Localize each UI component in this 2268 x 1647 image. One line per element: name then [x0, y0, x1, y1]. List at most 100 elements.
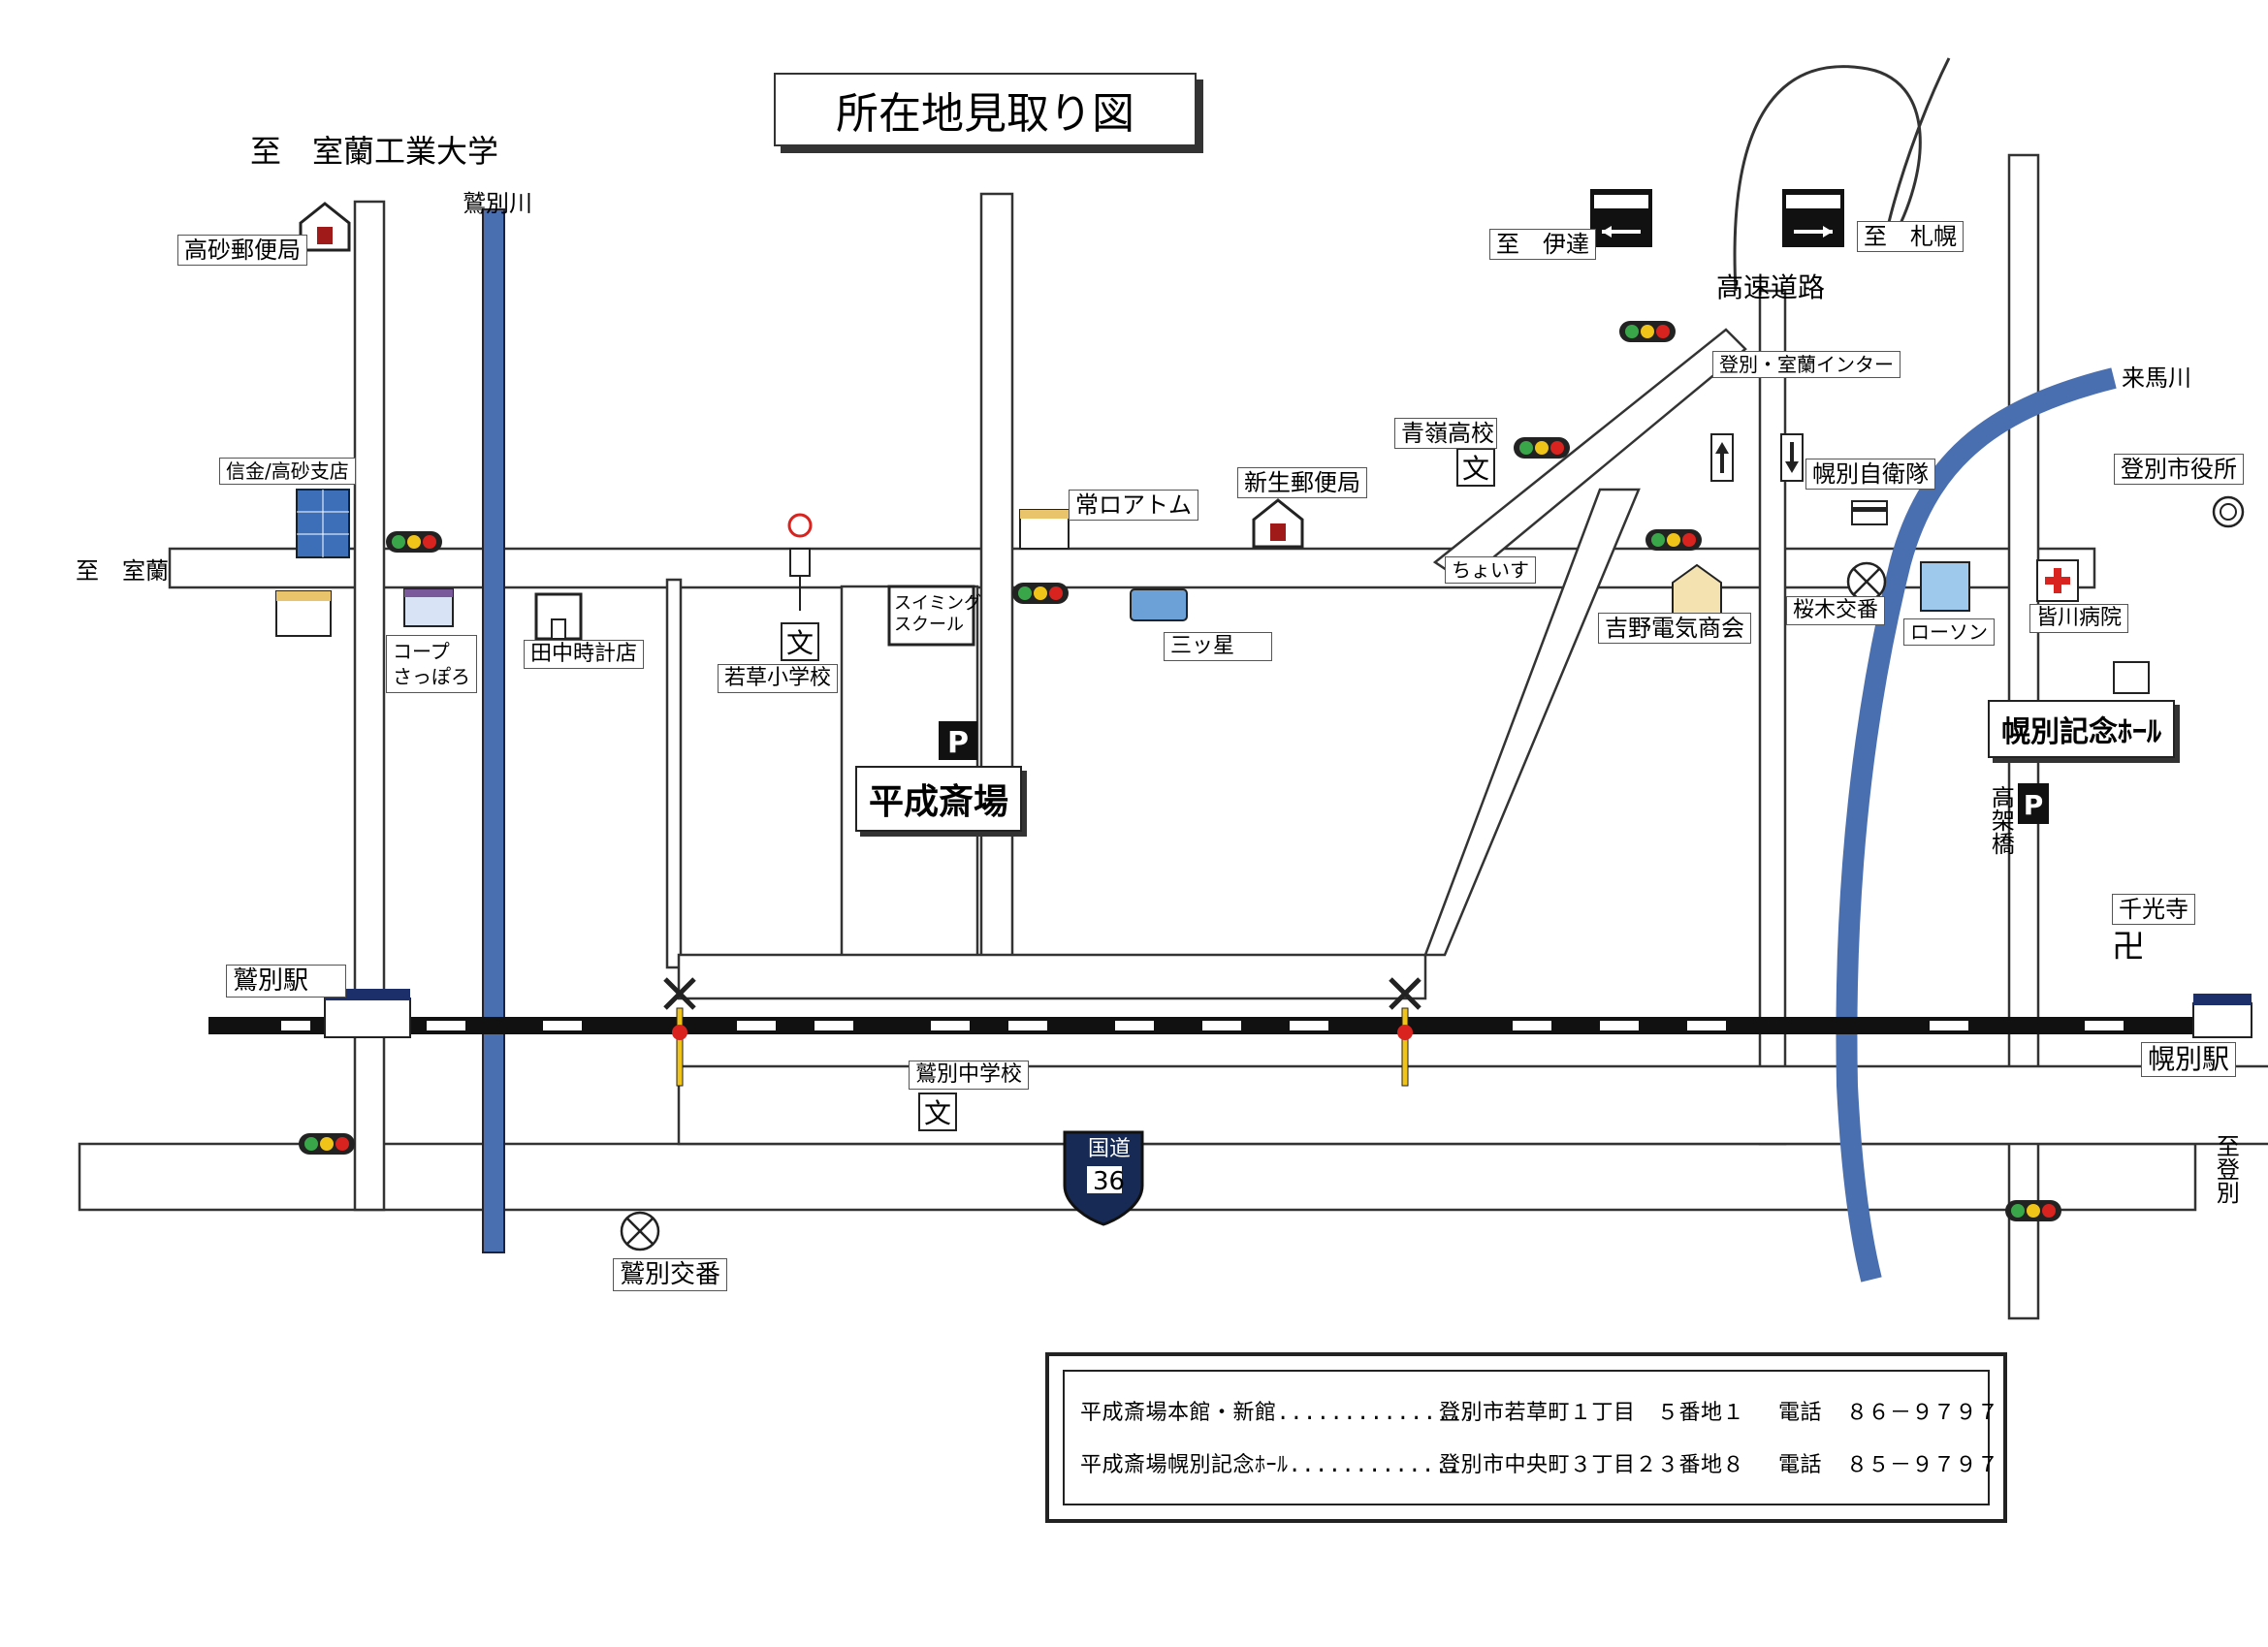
swimming-school-line2: スクール [894, 614, 964, 635]
convenience-store-icon [1920, 561, 1970, 612]
heisei-saijo-callout[interactable]: 平成斎場 [855, 766, 1023, 832]
direction-muroran-it: 至 室蘭工業大学 [250, 133, 499, 170]
temple-icon: 卍 [2112, 928, 2145, 966]
clock-shop-icon [534, 592, 583, 641]
sakuragi-koban-label: 桜木交番 [1786, 596, 1886, 625]
contact-address: 登別市中央町３丁目２３番地８ [1439, 1453, 1745, 1477]
map-title: 所在地見取り図 [774, 73, 1197, 146]
contact-tel-label: 電話 [1778, 1453, 1823, 1477]
police-box-icon [1846, 561, 1887, 602]
swimming-school-label: スイミング スクール [894, 593, 981, 635]
washibetsu-river-body [482, 208, 505, 1253]
lawson-label: ローソン [1903, 618, 1995, 646]
post-office-icon [299, 202, 351, 252]
shop-icon [403, 588, 454, 627]
minagawa-hospital-label: 皆川病院 [2029, 604, 2129, 633]
mitsuboshi-label: 三ッ星 [1164, 632, 1272, 661]
station-icon [324, 989, 411, 1038]
takasago-post-label: 高砂郵便局 [177, 235, 307, 266]
roads [78, 153, 2268, 1320]
washibetsu-river [482, 208, 505, 1253]
seirei-hs-label: 青嶺高校 [1394, 418, 1497, 449]
horobetsu-station-label: 幌別駅 [2141, 1042, 2237, 1077]
jouro-atom-label: 常ロアトム [1069, 490, 1198, 521]
school-icon: 文 [1456, 448, 1495, 487]
shop-icon [1672, 563, 1722, 615]
expressway-sign-icon [1590, 189, 1652, 247]
bus-stop-icon [787, 513, 813, 611]
road-v2 [665, 578, 683, 969]
route-number: 36 [1093, 1167, 1126, 1196]
washibetsu-jhs-label: 鷲別中学校 [909, 1061, 1030, 1090]
traffic-signal-icon [1012, 583, 1069, 604]
choisu-label: ちょいす [1445, 556, 1536, 584]
direction-date: 至 伊達 [1489, 229, 1596, 260]
horobetsu-sdf-label: 幌別自衛隊 [1805, 459, 1935, 490]
station-icon [2192, 994, 2252, 1038]
svg-text:P: P [947, 726, 969, 760]
railroad-crossing-icon [663, 977, 696, 1087]
expressway-loop [1733, 57, 1951, 292]
traffic-signal-icon [2005, 1200, 2061, 1221]
swimming-school-box [887, 585, 975, 647]
interchange-label: 登別・室蘭インター [1712, 351, 1901, 378]
direction-noboribetsu: 至登別 [2212, 1134, 2240, 1204]
bank-building-icon [296, 489, 350, 558]
traffic-signals [299, 321, 2061, 1221]
svg-text:文: 文 [1462, 453, 1489, 485]
svg-text:卍: 卍 [2112, 928, 2145, 966]
traffic-signal-icon [299, 1133, 355, 1155]
contact-tel: ８５－９７９７ [1846, 1453, 1999, 1477]
shinkin-label: 信金/高砂支店 [219, 458, 356, 485]
sdf-gate-icon [1851, 500, 1888, 525]
road-diagonal-1 [1423, 488, 1641, 957]
viaduct-label: 高架橋 [1987, 785, 2015, 855]
route-36-shield-icon [1063, 1130, 1144, 1226]
contact-name: 平成斎場幌別記念ﾎｰﾙ............. [1080, 1453, 1462, 1477]
direction-muroran: 至 室蘭 [76, 557, 169, 585]
contact-info-inner: 平成斎場本館・新館...............登別市若草町１丁目 ５番地１ 電話… [1063, 1370, 1998, 1505]
yoshino-label: 吉野電気商会 [1598, 613, 1751, 644]
coop-label-line1: コープ [393, 640, 450, 663]
shinsei-post-label: 新生郵便局 [1237, 467, 1367, 498]
horobetsu-hall-callout[interactable]: 幌別記念ﾎｰﾙ [1988, 700, 2175, 758]
parking-icon: P [2018, 783, 2049, 824]
railroad-crossing-icon [1389, 977, 1421, 1087]
up-arrow-icon [1710, 433, 1734, 482]
road-v4 [1758, 289, 1787, 1146]
post-office-icon [1252, 498, 1304, 549]
contact-tel: ８６－９７９７ [1846, 1401, 1999, 1425]
contact-address: 登別市若草町１丁目 ５番地１ [1439, 1401, 1745, 1425]
contact-row-horobetsu: 平成斎場幌別記念ﾎｰﾙ.............登別市中央町３丁目２３番地８ 電話… [1080, 1447, 1998, 1478]
direction-sapporo: 至 札幌 [1857, 221, 1964, 252]
coop-label: コープ さっぽろ [386, 635, 477, 693]
route-label: 国道 [1088, 1137, 1132, 1161]
traffic-signal-icon [1645, 529, 1702, 551]
washibetsu-river-label: 鷲別川 [463, 190, 532, 217]
traffic-signal-icon [1619, 321, 1676, 342]
road-lower [677, 953, 1427, 1000]
police-box-icon [620, 1211, 660, 1251]
apartment-icon [1019, 509, 1070, 550]
city-hall-label: 登別市役所 [2114, 454, 2244, 485]
coop-label-line2: さっぽろ [393, 665, 470, 688]
expressway-sign-icon [1782, 189, 1844, 247]
parking-icon: P [939, 721, 977, 760]
bus-icon [1130, 588, 1188, 621]
svg-text:文: 文 [924, 1097, 951, 1129]
washibetsu-koban-label: 鷲別交番 [613, 1258, 728, 1291]
traffic-signal-icon [386, 531, 442, 553]
road-v1 [353, 200, 386, 1212]
school-icon: 文 [918, 1093, 957, 1131]
contact-name: 平成斎場本館・新館............... [1080, 1401, 1477, 1425]
city-hall-icon [2212, 495, 2245, 528]
down-arrow-icon [1780, 433, 1804, 482]
road-v3 [979, 192, 1014, 964]
hospital-icon [2036, 559, 2079, 602]
main-street [168, 547, 2096, 589]
wakakusa-school-label: 若草小学校 [718, 664, 839, 693]
kimappu-river [1836, 367, 2117, 1283]
swimming-school-line1: スイミング [894, 593, 981, 614]
svg-text:文: 文 [786, 627, 814, 659]
